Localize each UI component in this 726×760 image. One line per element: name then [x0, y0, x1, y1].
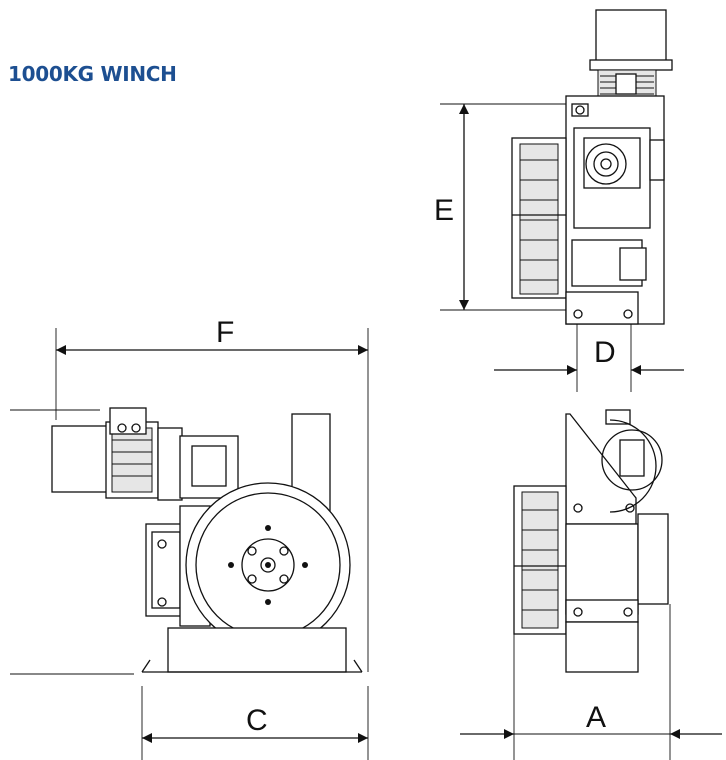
dimension-a: A: [460, 604, 722, 760]
front-view: [51, 407, 363, 673]
top-view: [511, 9, 673, 325]
dimension-f-label: F: [216, 316, 234, 349]
dimension-f: F: [55, 316, 369, 672]
dimension-c: C: [141, 686, 369, 760]
dimension-d-label: D: [594, 336, 616, 369]
dimension-d: D: [494, 324, 684, 392]
side-view: [513, 409, 669, 673]
dimension-c-label: C: [246, 704, 268, 737]
dimension-a-label: A: [586, 701, 606, 734]
dimension-e-label: E: [434, 194, 454, 227]
page-title: 1000KG WINCH: [8, 62, 177, 86]
dimension-e: E: [434, 103, 566, 311]
